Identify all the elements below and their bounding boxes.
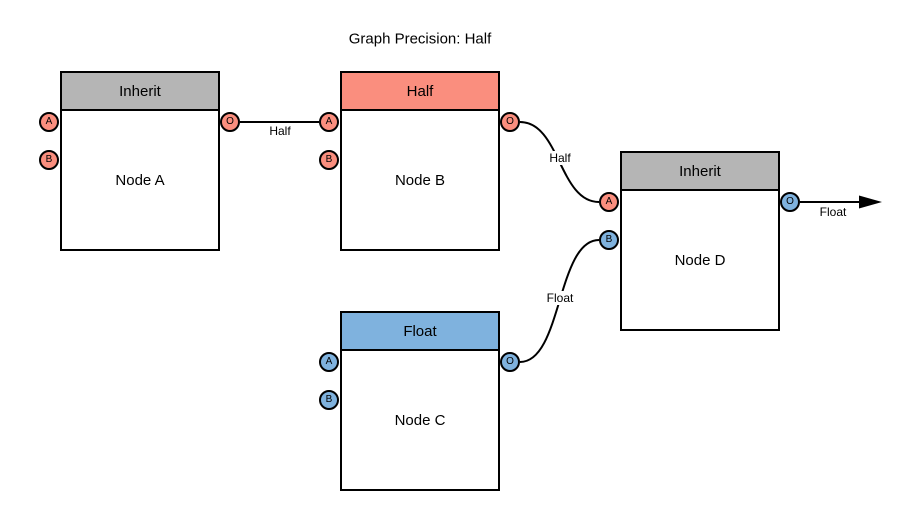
edge-label-a-to-b: Half bbox=[266, 124, 294, 138]
node-b-port-o: O bbox=[500, 112, 520, 132]
node-a-title: Node A bbox=[115, 171, 165, 189]
node-b-port-b: B bbox=[319, 150, 339, 170]
node-b-header: Half bbox=[342, 73, 498, 111]
edge-label-output: Float bbox=[816, 205, 850, 219]
node-b-title: Node B bbox=[394, 171, 446, 189]
node-c-port-o: O bbox=[500, 352, 520, 372]
node-c-port-b: B bbox=[319, 390, 339, 410]
edge-label-b-to-d: Half bbox=[546, 151, 574, 165]
node-c-title: Node C bbox=[394, 411, 446, 429]
node-a: Inherit Node A bbox=[60, 71, 220, 251]
node-a-port-b: B bbox=[39, 150, 59, 170]
node-d-header: Inherit bbox=[622, 153, 778, 191]
node-d: Inherit Node D bbox=[620, 151, 780, 331]
node-a-port-o: O bbox=[220, 112, 240, 132]
node-c-port-a: A bbox=[319, 352, 339, 372]
node-b: Half Node B bbox=[340, 71, 500, 251]
node-a-port-a: A bbox=[39, 112, 59, 132]
node-a-header: Inherit bbox=[62, 73, 218, 111]
node-b-port-a: A bbox=[319, 112, 339, 132]
node-d-port-o: O bbox=[780, 192, 800, 212]
node-d-port-a: A bbox=[599, 192, 619, 212]
node-d-title: Node D bbox=[674, 251, 726, 269]
node-c-header: Float bbox=[342, 313, 498, 351]
output-arrowhead-icon bbox=[859, 195, 882, 209]
node-d-port-b: B bbox=[599, 230, 619, 250]
edge-label-c-to-d: Float bbox=[543, 291, 577, 305]
diagram-title: Graph Precision: Half bbox=[348, 30, 492, 48]
node-c: Float Node C bbox=[340, 311, 500, 491]
